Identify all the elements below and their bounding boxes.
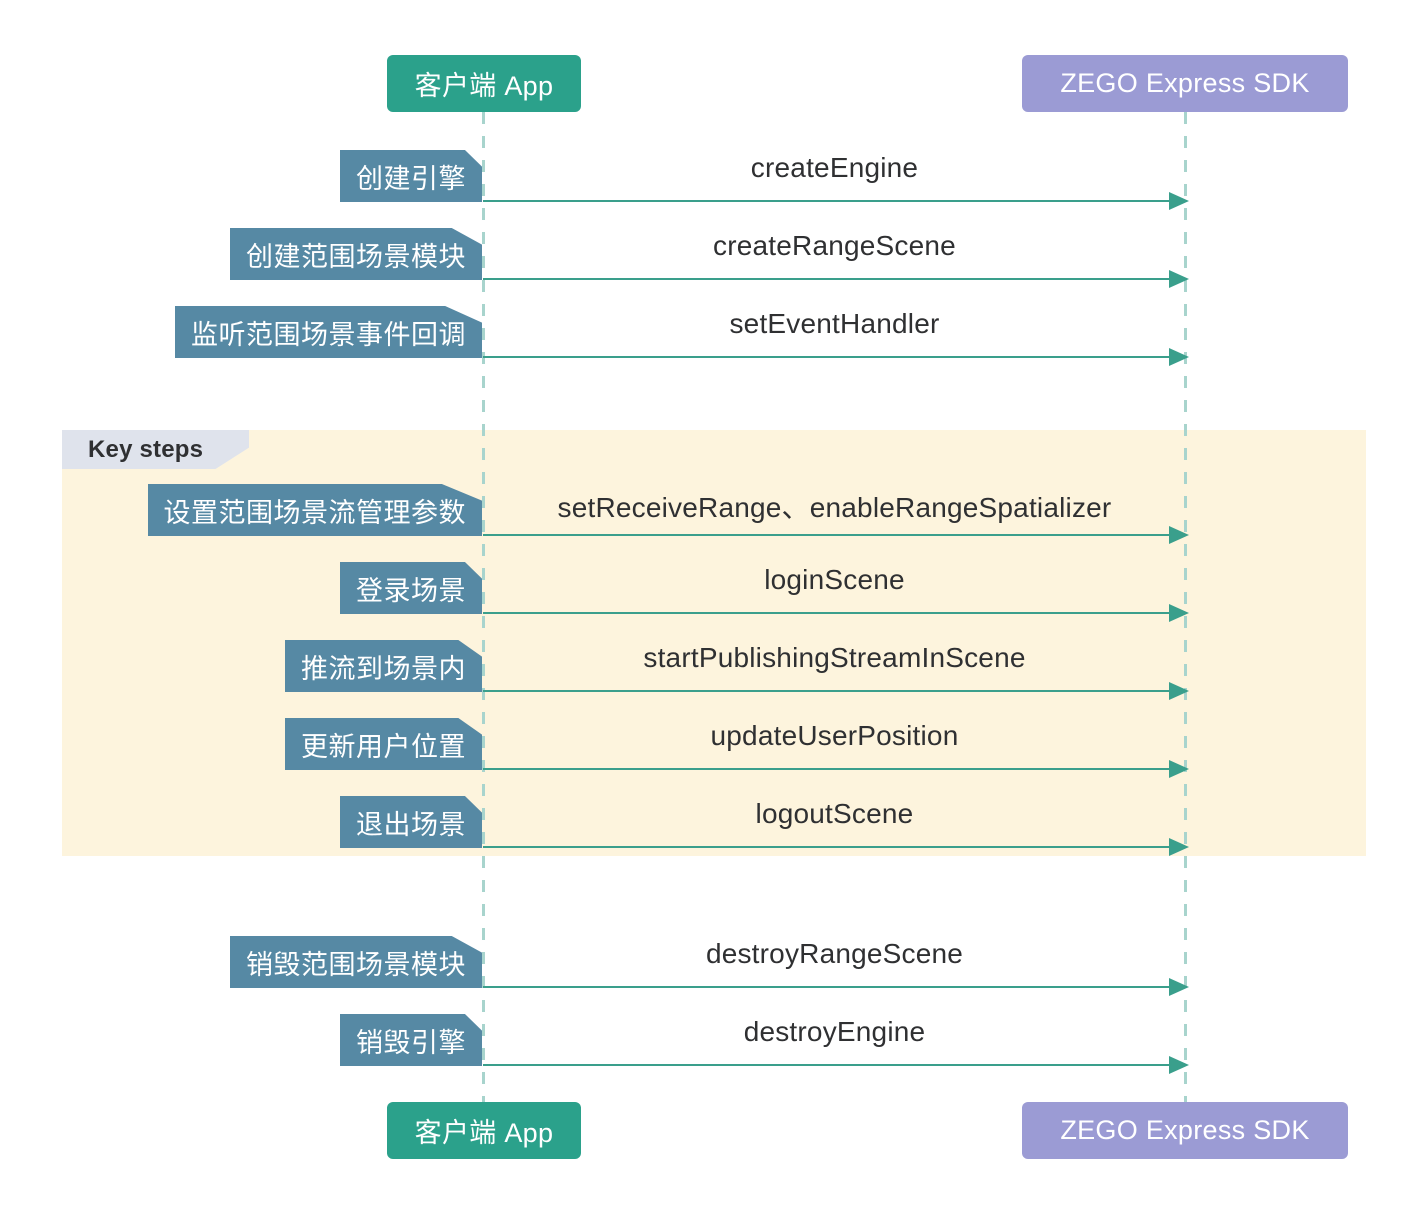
method-name: updateUserPosition [710, 720, 959, 751]
message-row: 创建范围场景模块 createRangeScene [0, 228, 1418, 306]
message-row: 更新用户位置 updateUserPosition [0, 718, 1418, 796]
method-name: logoutScene [755, 798, 914, 829]
message-arrow-icon [483, 270, 1189, 288]
message-arrow-icon [483, 682, 1189, 700]
step-label[interactable]: 登录场景 [340, 562, 482, 614]
step-label[interactable]: 销毁引擎 [340, 1014, 482, 1066]
message-arrow-icon [483, 192, 1189, 210]
step-label[interactable]: 推流到场景内 [285, 640, 482, 692]
message-arrow-icon [483, 604, 1189, 622]
method-name: setEventHandler [729, 308, 940, 339]
step-label[interactable]: 创建范围场景模块 [230, 228, 482, 280]
message-arrow-icon [483, 526, 1189, 544]
message-arrow-icon [483, 1056, 1189, 1074]
step-label[interactable]: 更新用户位置 [285, 718, 482, 770]
message-row: 创建引擎 createEngine [0, 150, 1418, 228]
step-label[interactable]: 销毁范围场景模块 [230, 936, 482, 988]
key-steps-fragment-label: Key steps [62, 430, 250, 469]
message-arrow-icon [483, 760, 1189, 778]
message-row: 设置范围场景流管理参数 setReceiveRange、enableRangeSp… [0, 484, 1418, 562]
message-row: 销毁引擎 destroyEngine [0, 1014, 1418, 1092]
message-row: 退出场景 logoutScene [0, 796, 1418, 874]
step-label[interactable]: 监听范围场景事件回调 [175, 306, 482, 358]
message-arrow-icon [483, 348, 1189, 366]
step-label[interactable]: 设置范围场景流管理参数 [147, 484, 482, 536]
message-row: 销毁范围场景模块 destroyRangeScene [0, 936, 1418, 1014]
actor-footer-sdk[interactable]: ZEGO Express SDK [1022, 1102, 1348, 1159]
actor-header-sdk[interactable]: ZEGO Express SDK [1022, 55, 1348, 112]
actor-header-client[interactable]: 客户端 App [387, 55, 581, 112]
method-name: setReceiveRange、enableRangeSpatializer [557, 492, 1112, 523]
method-name: destroyRangeScene [705, 938, 964, 969]
message-arrow-icon [483, 978, 1189, 996]
method-name: loginScene [764, 564, 905, 595]
message-row: 推流到场景内 startPublishingStreamInScene [0, 640, 1418, 718]
message-row: 登录场景 loginScene [0, 562, 1418, 640]
method-name: createRangeScene [713, 230, 956, 261]
method-name: startPublishingStreamInScene [643, 642, 1026, 673]
message-row: 监听范围场景事件回调 setEventHandler [0, 306, 1418, 384]
step-label[interactable]: 退出场景 [340, 796, 482, 848]
lifeline-client [482, 112, 485, 1102]
message-arrow-icon [483, 838, 1189, 856]
actor-footer-client[interactable]: 客户端 App [387, 1102, 581, 1159]
method-name: createEngine [750, 152, 919, 183]
method-name: destroyEngine [743, 1016, 926, 1047]
step-label[interactable]: 创建引擎 [340, 150, 482, 202]
